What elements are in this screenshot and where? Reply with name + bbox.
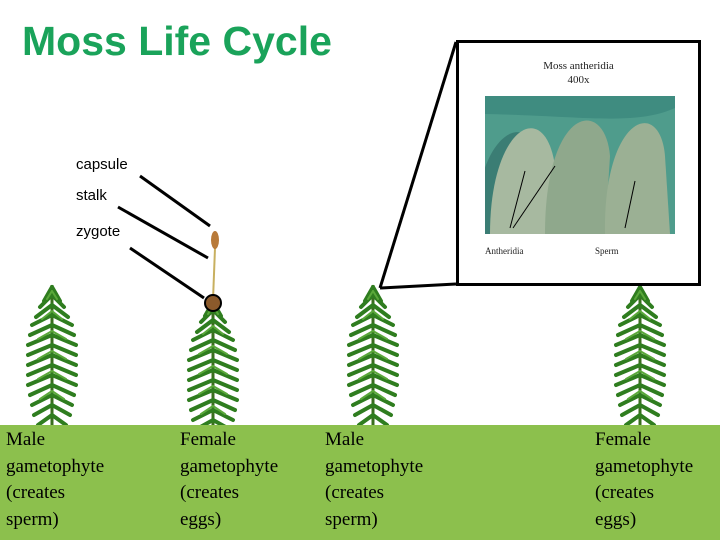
caption-female-2: Female gametophyte (creates eggs) [595, 429, 694, 530]
caption-female-1: Female gametophyte (creates eggs) [180, 429, 279, 530]
moss-plant-male-2 [347, 283, 399, 427]
stalk-label: stalk [76, 187, 107, 204]
zoom-line [379, 282, 457, 290]
sporophyte-capsule [211, 231, 219, 249]
inset-magnification: 400x [567, 74, 590, 86]
moss-plant-female-1 [187, 298, 239, 442]
antheridia-inset: Moss antheridia 400x Antheridia Sperm [456, 40, 701, 286]
capsule-label: capsule [76, 156, 128, 173]
zygote-dot [204, 294, 222, 312]
zygote-label: zygote [76, 223, 121, 240]
sperm-label: Sperm [595, 246, 619, 256]
sporophyte-stalk [212, 247, 216, 301]
stalk-pointer [117, 205, 209, 260]
moss-plant-female-2 [614, 283, 666, 427]
inset-title: Moss antheridia [543, 60, 614, 72]
caption-male-1: Male gametophyte (creates sperm) [6, 429, 105, 530]
capsule-pointer [139, 174, 211, 228]
page-title: Moss Life Cycle [22, 18, 332, 64]
antheridia-label: Antheridia [485, 246, 524, 256]
moss-plant-male-1 [26, 283, 78, 427]
zoom-line [378, 41, 458, 289]
zygote-pointer [129, 246, 205, 300]
caption-male-2: Male gametophyte (creates sperm) [325, 429, 424, 530]
caption-band [0, 425, 720, 540]
micrograph [485, 96, 675, 234]
